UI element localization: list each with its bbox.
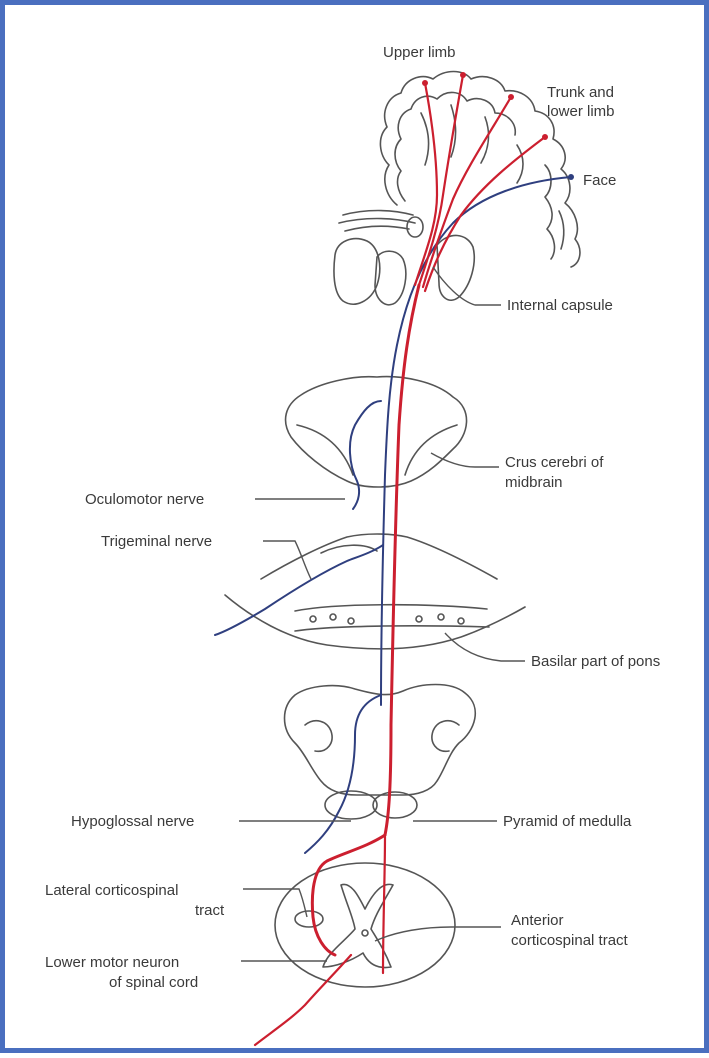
midbrain-outline (286, 377, 467, 487)
label-face: Face (583, 172, 616, 189)
spinal-cord-outline (275, 863, 455, 987)
label-crus-line2: midbrain (505, 474, 563, 491)
label-anterior-line1: Anterior (511, 912, 564, 929)
label-lateral-line1: Lateral corticospinal (45, 882, 178, 899)
label-anterior-line2: corticospinal tract (511, 932, 629, 949)
corticobulbar-fibers (215, 177, 571, 853)
medulla-outline (285, 685, 476, 820)
label-lmn-line1: Lower motor neuron (45, 954, 179, 971)
corticospinal-pathway-diagram: Upper limb Trunk and lower limb Face Int… (5, 5, 709, 1058)
label-trunk-line2: lower limb (547, 103, 615, 120)
pons-outline (225, 534, 525, 649)
label-oculomotor-nerve: Oculomotor nerve (85, 491, 204, 508)
label-crus-line1: Crus cerebri of (505, 454, 604, 471)
label-hypoglossal-nerve: Hypoglossal nerve (71, 813, 194, 830)
label-internal-capsule: Internal capsule (507, 297, 613, 314)
label-upper-limb: Upper limb (383, 44, 456, 61)
label-trigeminal-nerve: Trigeminal nerve (101, 533, 212, 550)
label-basilar-pons: Basilar part of pons (531, 653, 660, 670)
label-trunk-line1: Trunk and (547, 84, 614, 101)
label-lmn-line2: of spinal cord (109, 974, 198, 991)
basal-nuclei-outline (334, 235, 474, 304)
label-lateral-line2: tract (195, 902, 225, 919)
label-pyramid-medulla: Pyramid of medulla (503, 813, 632, 830)
